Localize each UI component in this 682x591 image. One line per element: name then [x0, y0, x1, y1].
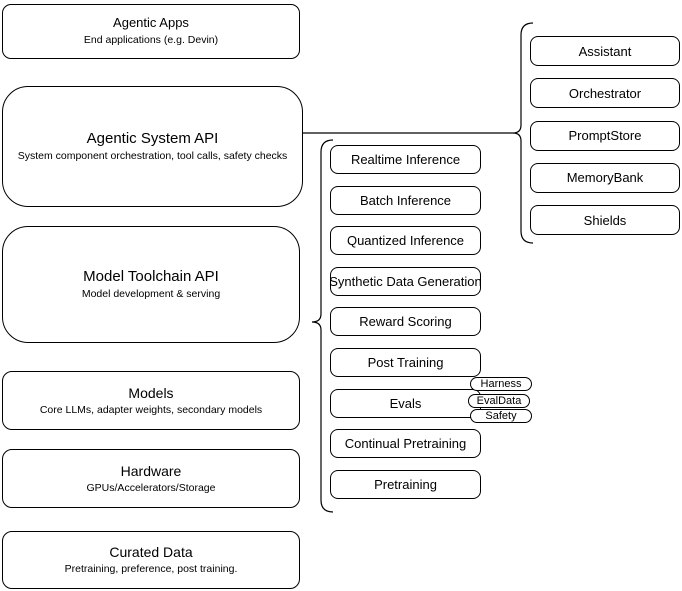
node-evals-tag-evaldata: EvalData	[468, 394, 530, 408]
node-models: Models Core LLMs, adapter weights, secon…	[2, 371, 300, 430]
node-title: Hardware	[120, 462, 182, 479]
node-label: Safety	[485, 410, 517, 422]
node-promptstore: PromptStore	[530, 120, 680, 151]
node-agentic-apps: Agentic Apps End applications (e.g. Devi…	[2, 4, 300, 59]
node-label: Assistant	[578, 43, 632, 59]
node-label: Continual Pretraining	[344, 436, 467, 452]
node-subtitle: System component orchestration, tool cal…	[17, 150, 288, 163]
node-label: Orchestrator	[568, 85, 642, 101]
node-subtitle: Pretraining, preference, post training.	[64, 563, 238, 576]
node-label: Reward Scoring	[359, 314, 452, 330]
node-label: MemoryBank	[566, 170, 644, 186]
node-pretraining: Pretraining	[330, 469, 481, 499]
node-label: Quantized Inference	[346, 233, 465, 249]
node-label: Batch Inference	[359, 192, 452, 208]
node-label: Shields	[583, 212, 627, 228]
node-subtitle: GPUs/Accelerators/Storage	[86, 481, 216, 494]
node-evals-tag-safety: Safety	[470, 409, 532, 423]
node-memorybank: MemoryBank	[530, 162, 680, 193]
node-label: PromptStore	[568, 128, 642, 144]
node-post-training: Post Training	[330, 347, 481, 377]
node-label: Evals	[389, 395, 422, 411]
node-reward-scoring: Reward Scoring	[330, 307, 481, 337]
node-title: Agentic Apps	[113, 15, 189, 31]
node-batch-inference: Batch Inference	[330, 185, 481, 215]
node-label: Post Training	[367, 354, 444, 370]
node-shields: Shields	[530, 205, 680, 236]
toolchain-column: Realtime Inference Batch Inference Quant…	[329, 145, 482, 499]
node-curated-data: Curated Data Pretraining, preference, po…	[2, 531, 300, 589]
node-continual-pretraining: Continual Pretraining	[330, 429, 481, 459]
node-label: Pretraining	[374, 476, 437, 492]
node-orchestrator: Orchestrator	[530, 78, 680, 109]
node-quantized-inference: Quantized Inference	[330, 226, 481, 256]
node-evals: Evals	[330, 388, 481, 418]
node-evals-tag-harness: Harness	[470, 377, 532, 391]
node-title: Models	[128, 384, 174, 401]
node-agentic-system-api: Agentic System API System component orch…	[2, 86, 303, 207]
node-label: Realtime Inference	[350, 152, 461, 167]
node-model-toolchain-api: Model Toolchain API Model development & …	[2, 226, 300, 343]
node-label: Harness	[480, 378, 522, 390]
node-subtitle: End applications (e.g. Devin)	[83, 34, 219, 47]
node-label: Synthetic Data Generation	[329, 273, 482, 289]
node-title: Curated Data	[109, 544, 193, 561]
node-label: EvalData	[476, 395, 522, 407]
system-components-brace	[512, 22, 534, 244]
node-title: Agentic System API	[86, 130, 219, 148]
node-subtitle: Model development & serving	[81, 288, 221, 301]
node-synthetic-data-generation: Synthetic Data Generation	[329, 266, 482, 296]
node-realtime-inference: Realtime Inference	[330, 145, 481, 174]
node-title: Model Toolchain API	[83, 268, 219, 286]
toolchain-brace	[311, 139, 334, 513]
node-assistant: Assistant	[530, 36, 680, 66]
node-hardware: Hardware GPUs/Accelerators/Storage	[2, 449, 300, 508]
system-components-column: Assistant Orchestrator PromptStore Memor…	[530, 36, 680, 236]
node-subtitle: Core LLMs, adapter weights, secondary mo…	[39, 403, 263, 416]
